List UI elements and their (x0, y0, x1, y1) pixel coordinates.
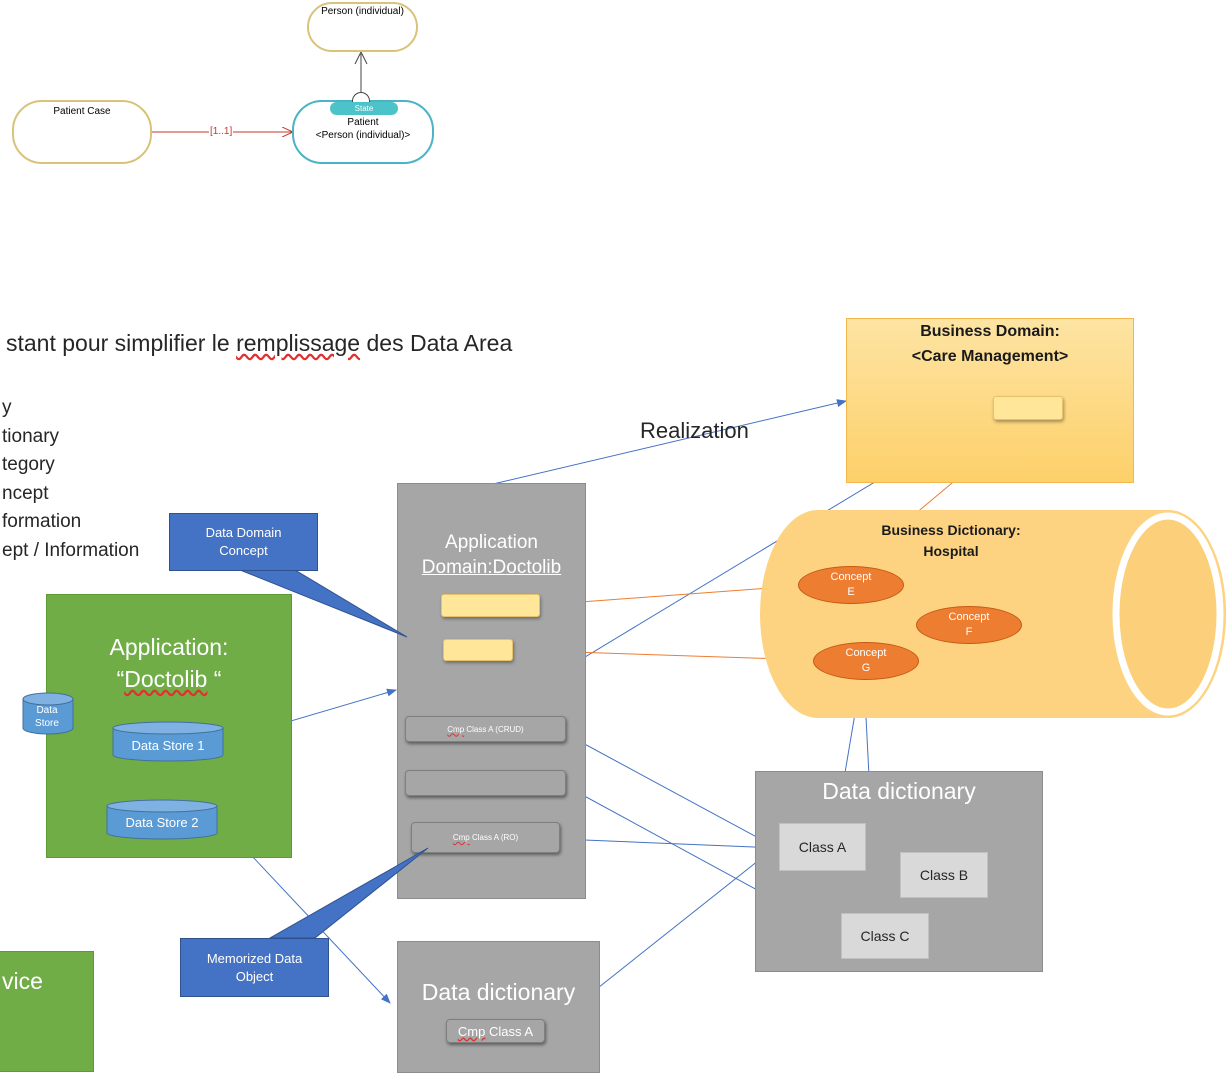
business-dictionary-title-2: Hospital (923, 543, 979, 559)
bullet-item: ept / Information (2, 539, 140, 561)
concept-f[interactable]: Concept F (916, 606, 1022, 644)
concept-g-label: Concept (845, 647, 887, 659)
slide-bullet-list: y tionary tegory ncept formation ept / I… (2, 394, 139, 565)
class-c-box[interactable]: Class C (841, 913, 929, 959)
person-individual-label: Person (individual) (321, 6, 404, 17)
application-domain-title-2: Domain:Doctolib (421, 557, 562, 578)
slide-heading: stant pour simplifier le remplissage des… (6, 330, 512, 357)
patient-stereotype: <Person (individual)> (315, 130, 411, 141)
data-store-1-label: Data Store 1 (131, 738, 205, 753)
data-store-small-cylinder[interactable] (22, 692, 74, 736)
patient-case-label: Patient Case (53, 106, 111, 117)
class-b-box[interactable]: Class B (900, 852, 988, 898)
class-a-label: Class A (798, 839, 847, 855)
bullet-item: y (2, 397, 12, 418)
crud-to-class-a-arrow (565, 733, 778, 849)
concept-f-label: Concept (948, 611, 990, 623)
data-dictionary-right-title: Data dictionary (822, 778, 976, 804)
cmp-ro-rest: Class A (RO) (469, 833, 519, 842)
data-store-2-cylinder[interactable] (106, 799, 218, 841)
realization-arrow (492, 399, 847, 485)
data-dictionary-bottom-panel[interactable]: Data dictionary (397, 941, 600, 1073)
concept-g-letter: G (861, 662, 871, 674)
cmp-crud-prefix: Cmp (447, 724, 465, 734)
data-store-small-label: Data Store (35, 705, 59, 729)
concept-e-letter: E (847, 586, 855, 598)
business-domain-item[interactable] (993, 396, 1063, 420)
data-domain-concept-label: Data Domain Concept (205, 525, 282, 558)
slide-heading-part1: stant pour simplifier le (6, 330, 237, 356)
cmp-bottom-rest: Class A (485, 1023, 534, 1039)
patient-name: Patient (347, 117, 379, 128)
data-store-1-cylinder[interactable] (112, 721, 224, 763)
bullet-item: ncept (2, 482, 49, 504)
bullet-item: tionary (2, 425, 60, 447)
state-tag-label: State (354, 104, 374, 113)
business-dictionary-title: Business Dictionary: Hospital (840, 520, 1062, 562)
state-tag: State (330, 102, 398, 115)
service-panel[interactable]: vice (0, 951, 94, 1072)
app-domain-yellow-item-2[interactable] (443, 639, 513, 661)
cmp-crud-rest: Class A (CRUD) (464, 724, 524, 734)
business-domain-panel[interactable]: Business Domain: <Care Management> (846, 318, 1134, 483)
class-b-label: Class B (919, 867, 969, 883)
slide-heading-part2: des Data Area (360, 330, 513, 356)
person-individual-node[interactable]: Person (individual) (307, 2, 418, 52)
cmp-bottom-prefix: Cmp (457, 1023, 486, 1039)
slide-heading-underlined: remplissage (236, 330, 361, 356)
bullet-item: tegory (2, 454, 55, 475)
cmp-class-a-ro[interactable]: Cmp Class A (RO) (411, 822, 560, 853)
application-title-word: Doctolib (124, 666, 208, 692)
application-domain-title-1: Application (445, 532, 538, 553)
concept-g[interactable]: Concept G (813, 642, 919, 680)
application-title-1: Application: (109, 634, 229, 660)
business-domain-title-2: <Care Management> (911, 348, 1069, 365)
cmp-class-a-bottom[interactable]: Cmp Class A (446, 1019, 545, 1043)
bullet-item: formation (2, 511, 82, 532)
concept-f-letter: F (965, 626, 973, 638)
data-domain-concept-callout: Data Domain Concept (169, 513, 318, 571)
memorized-data-object-label: Memorized Data Object (206, 950, 303, 984)
app-domain-yellow-item-1[interactable] (441, 594, 540, 617)
cmp-blank[interactable] (405, 770, 566, 796)
application-title-2: “Doctolib “ (47, 663, 291, 695)
concept-e[interactable]: Concept E (798, 566, 904, 604)
application-title-quote-close: “ (207, 666, 222, 692)
cmp-class-a-crud[interactable]: Cmp Class A (CRUD) (405, 716, 566, 742)
realization-label: Realization (640, 418, 749, 443)
cmp-ro-prefix: Cmp (452, 833, 470, 842)
business-dictionary-title-1: Business Dictionary: (881, 522, 1021, 538)
data-store-2-label: Data Store 2 (125, 815, 199, 830)
class-c-label: Class C (860, 928, 910, 944)
business-domain-title-1: Business Domain: (920, 323, 1060, 340)
concept-e-label: Concept (830, 571, 872, 583)
class-a-box[interactable]: Class A (779, 823, 866, 871)
data-dictionary-bottom-title: Data dictionary (421, 979, 576, 1005)
service-panel-label: vice (2, 968, 43, 994)
multiplicity-label: [1..1] (209, 126, 234, 137)
memorized-data-object-callout: Memorized Data Object (180, 938, 329, 997)
application-title-quote-open: “ (116, 666, 125, 692)
patient-case-node[interactable]: Patient Case (12, 100, 152, 164)
ro-to-class-a-arrow (559, 838, 778, 852)
